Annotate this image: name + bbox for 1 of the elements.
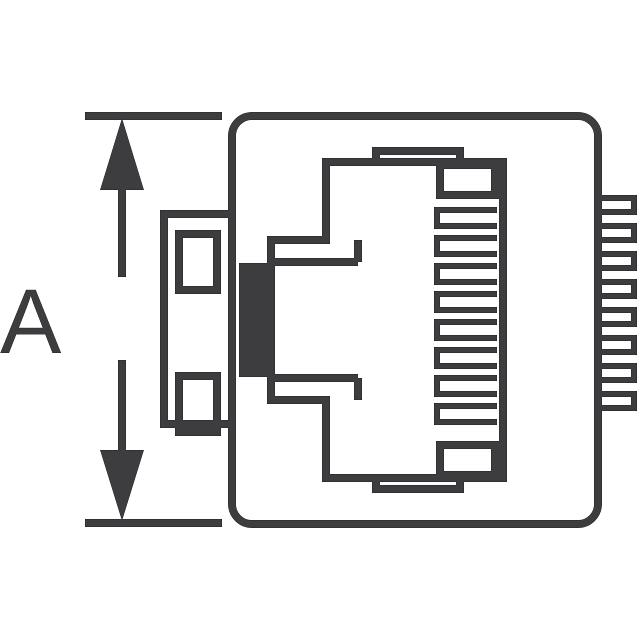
dimension-label: A xyxy=(0,272,62,372)
